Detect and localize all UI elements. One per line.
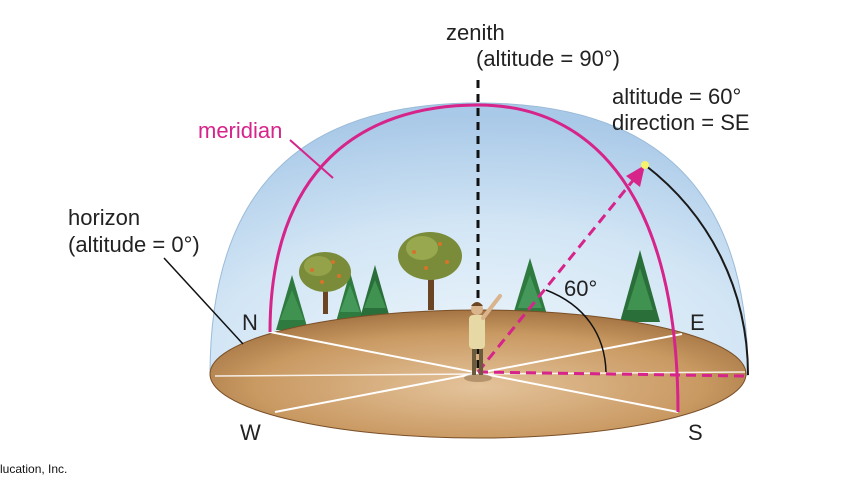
arrowhead-icon: [626, 165, 645, 187]
zenith-altitude-label: (altitude = 90°): [476, 46, 620, 71]
east-label: E: [690, 310, 705, 335]
conifer-tree-icon: [360, 265, 390, 318]
conifer-tree-icon: [512, 258, 548, 318]
south-label: S: [688, 420, 703, 445]
north-label: N: [242, 310, 258, 335]
meridian-label: meridian: [198, 118, 283, 143]
conifer-tree-icon: [276, 275, 308, 330]
copyright-credit: lucation, Inc.: [0, 462, 68, 476]
star-icon: [641, 161, 649, 169]
star-sightline: [476, 177, 637, 373]
conifer-tree-icon: [620, 250, 660, 322]
trees: [276, 232, 660, 330]
se-direction-line: [477, 370, 746, 378]
deciduous-tree-icon: [299, 252, 351, 314]
horizon-label: horizon: [68, 205, 141, 230]
horizon-altitude-label: (altitude = 0°): [68, 232, 200, 257]
meridian-arc: [268, 103, 680, 413]
observer-figure: [464, 294, 502, 382]
west-label: W: [240, 420, 261, 445]
conifer-tree-icon: [336, 272, 364, 322]
angle-label: 60°: [564, 276, 598, 301]
meridian-pointer: [289, 139, 334, 179]
horizon-pointer: [163, 257, 244, 345]
zenith-label: zenith: [446, 20, 505, 45]
dome-edge: [644, 164, 749, 376]
star-altitude-label: altitude = 60°: [612, 84, 742, 109]
angle-arc: [545, 289, 607, 373]
star-direction-label: direction = SE: [612, 110, 750, 135]
deciduous-tree-icon: [398, 232, 462, 310]
